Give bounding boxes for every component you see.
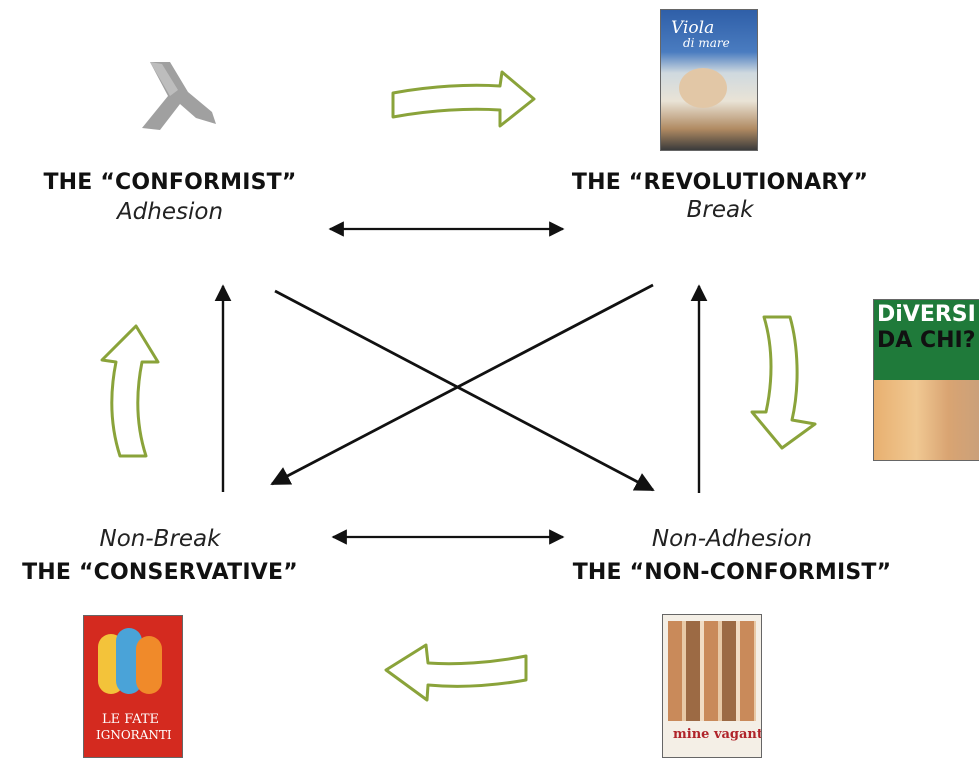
conservative-label: Non-Break THE “CONSERVATIVE” <box>0 526 320 585</box>
poster-fate-line2: IGNORANTI <box>96 728 172 742</box>
x-mark-icon <box>142 62 216 130</box>
poster-viola-subtitle: di mare <box>683 36 730 50</box>
poster-diversi-line1: DiVERSI <box>877 302 976 327</box>
poster-diversi-photo <box>874 380 979 460</box>
poster-mine-vaganti: mine vaganti <box>662 614 762 758</box>
revolutionary-label: THE “REVOLUTIONARY” Break <box>545 170 895 223</box>
poster-viola-figure <box>679 68 727 108</box>
poster-mine-grid <box>668 621 756 721</box>
poster-mine-title: mine vaganti <box>673 727 762 742</box>
nonconformist-title: THE “NON-CONFORMIST” <box>572 560 892 585</box>
nonconformist-label: Non-Adhesion THE “NON-CONFORMIST” <box>552 526 912 585</box>
poster-fate-figure-orange <box>136 636 162 694</box>
poster-diversi-da-chi: DiVERSI DA CHI? <box>873 299 979 461</box>
revolutionary-subtitle: Break <box>686 197 754 223</box>
arrow-break-to-nonbreak <box>270 283 654 486</box>
poster-fate-line1: LE FATE <box>102 712 159 727</box>
conservative-title: THE “CONSERVATIVE” <box>22 560 298 585</box>
conformist-title: THE “CONFORMIST” <box>43 170 297 195</box>
arrow-adhesion-to-nonadhesion <box>274 289 655 492</box>
cycle-arrow-left <box>100 324 160 458</box>
cycle-arrow-bottom <box>384 643 528 702</box>
poster-viola-title: Viola <box>671 18 715 38</box>
cycle-arrow-top <box>391 70 536 128</box>
poster-diversi-line2: DA CHI? <box>877 328 976 353</box>
revolutionary-title: THE “REVOLUTIONARY” <box>571 170 869 195</box>
cycle-arrow-right <box>750 315 817 450</box>
conservative-subtitle: Non-Break <box>99 526 221 552</box>
conformist-label: THE “CONFORMIST” Adhesion <box>20 170 320 225</box>
conformist-subtitle: Adhesion <box>116 199 224 225</box>
poster-viola-di-mare: Viola di mare <box>660 9 758 151</box>
poster-le-fate-ignoranti: LE FATE IGNORANTI <box>83 615 183 758</box>
nonconformist-subtitle: Non-Adhesion <box>651 526 813 552</box>
